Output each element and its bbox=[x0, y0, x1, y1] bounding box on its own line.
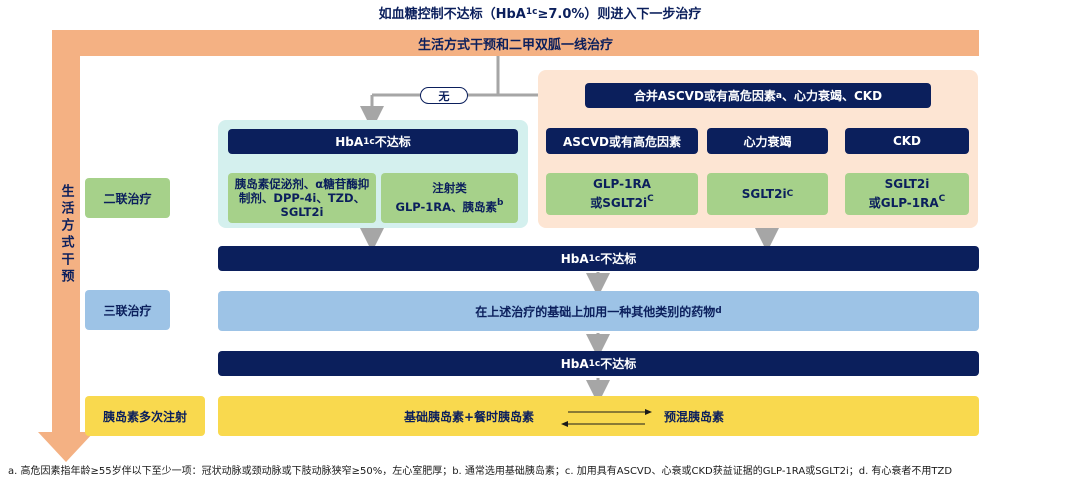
lifestyle-vertical-label: 生活方式干预 bbox=[52, 180, 80, 290]
hba1c-bar-1-prefix: HbA bbox=[560, 251, 589, 266]
ckd-header-text: CKD bbox=[892, 134, 922, 148]
hba1c-bar-2-prefix: HbA bbox=[560, 356, 589, 371]
footnote-text: a. 高危因素指年龄≥55岁伴以下至少一项：冠状动脉或颈动脉或下肢动脉狭窄≥50… bbox=[8, 466, 953, 477]
triple-therapy-bar-text: 在上述治疗的基础上加用一种其他类别的药物 bbox=[475, 304, 716, 319]
ascvd-drug-sup: C bbox=[647, 194, 654, 204]
ascvd-drug-line1: GLP-1RA bbox=[593, 177, 651, 191]
injection-sup: b bbox=[497, 198, 504, 208]
insulin-label: 胰岛素多次注射 bbox=[85, 396, 205, 436]
insulin-label-text: 胰岛素多次注射 bbox=[102, 409, 187, 424]
hba1c-bar-2-suffix: 不达标 bbox=[600, 357, 637, 371]
triple-therapy-bar-sup: d bbox=[715, 306, 722, 316]
insulin-bar-left-text: 基础胰岛素+餐时胰岛素 bbox=[404, 410, 535, 424]
lifestyle-metformin-text: 生活方式干预和二甲双胍一线治疗 bbox=[417, 37, 613, 53]
title-prefix: 如血糖控制不达标（HbA bbox=[378, 6, 526, 22]
comorbidity-header-sup: a bbox=[775, 90, 782, 101]
ascvd-header-text: ASCVD或有高危因素 bbox=[563, 134, 681, 149]
hba1c-suffix: 不达标 bbox=[374, 135, 411, 149]
none-pill-text: 无 bbox=[438, 89, 450, 103]
dual-therapy-label: 二联治疗 bbox=[85, 178, 170, 218]
oral-options-box: 胰岛素促泌剂、α糖苷酶抑制剂、DPP-4i、TZD、SGLT2i bbox=[228, 173, 376, 223]
hba1c-bar-1-sub: 1c bbox=[588, 253, 601, 264]
ckd-drug-sup: C bbox=[938, 194, 946, 204]
injection-line2: GLP-1RA、胰岛素 bbox=[395, 200, 498, 214]
ckd-drug-line2-wrap: 或GLP-1RAC bbox=[869, 192, 946, 211]
none-pill: 无 bbox=[420, 87, 468, 104]
ascvd-header: ASCVD或有高危因素 bbox=[546, 128, 698, 154]
heart-failure-drug-sup: C bbox=[786, 189, 794, 199]
ckd-drug-line1: SGLT2i bbox=[884, 177, 930, 191]
ascvd-drug-line2: 或SGLT2i bbox=[590, 196, 648, 210]
dual-therapy-text: 二联治疗 bbox=[103, 191, 152, 206]
triple-therapy-label: 三联治疗 bbox=[85, 290, 170, 330]
injection-line2-wrap: GLP-1RA、胰岛素b bbox=[396, 196, 504, 215]
lifestyle-metformin-bar: 生活方式干预和二甲双胍一线治疗 bbox=[52, 30, 979, 56]
injection-line1: 注射类 bbox=[432, 181, 467, 195]
heart-failure-header: 心力衰竭 bbox=[707, 128, 828, 154]
hba1c-prefix: HbA bbox=[335, 134, 364, 149]
ckd-drug-line2: 或GLP-1RA bbox=[868, 196, 939, 210]
triple-therapy-text: 三联治疗 bbox=[103, 303, 152, 318]
ascvd-drug-line2-wrap: 或SGLT2iC bbox=[590, 192, 653, 211]
ckd-header: CKD bbox=[845, 128, 969, 154]
hba1c-bar-1-suffix: 不达标 bbox=[600, 252, 637, 266]
hba1c-sub: 1c bbox=[363, 136, 375, 147]
footnote: a. 高危因素指年龄≥55岁伴以下至少一项：冠状动脉或颈动脉或下肢动脉狭窄≥50… bbox=[8, 462, 1078, 477]
comorbidity-header-suffix: 、心力衰竭、CKD bbox=[782, 89, 883, 103]
lifestyle-vertical-text: 生活方式干预 bbox=[58, 184, 74, 286]
ascvd-drug-box: GLP-1RA 或SGLT2iC bbox=[546, 173, 698, 215]
insulin-bar-right-text: 预混胰岛素 bbox=[664, 410, 725, 424]
title-sub: 1c bbox=[525, 7, 538, 17]
heart-failure-header-text: 心力衰竭 bbox=[743, 134, 792, 149]
heart-failure-drug-text: SGLT2i bbox=[741, 187, 787, 201]
oral-options-text: 胰岛素促泌剂、α糖苷酶抑制剂、DPP-4i、TZD、SGLT2i bbox=[234, 177, 370, 219]
injection-options-box: 注射类 GLP-1RA、胰岛素b bbox=[381, 173, 518, 223]
ckd-drug-box: SGLT2i 或GLP-1RAC bbox=[845, 173, 969, 215]
insulin-bar bbox=[218, 396, 979, 436]
title-suffix: ≥7.0%）则进入下一步治疗 bbox=[537, 6, 702, 22]
comorbidity-header-text: 合并ASCVD或有高危因素 bbox=[633, 89, 776, 103]
hba1c-bar-2-sub: 1c bbox=[588, 358, 601, 369]
